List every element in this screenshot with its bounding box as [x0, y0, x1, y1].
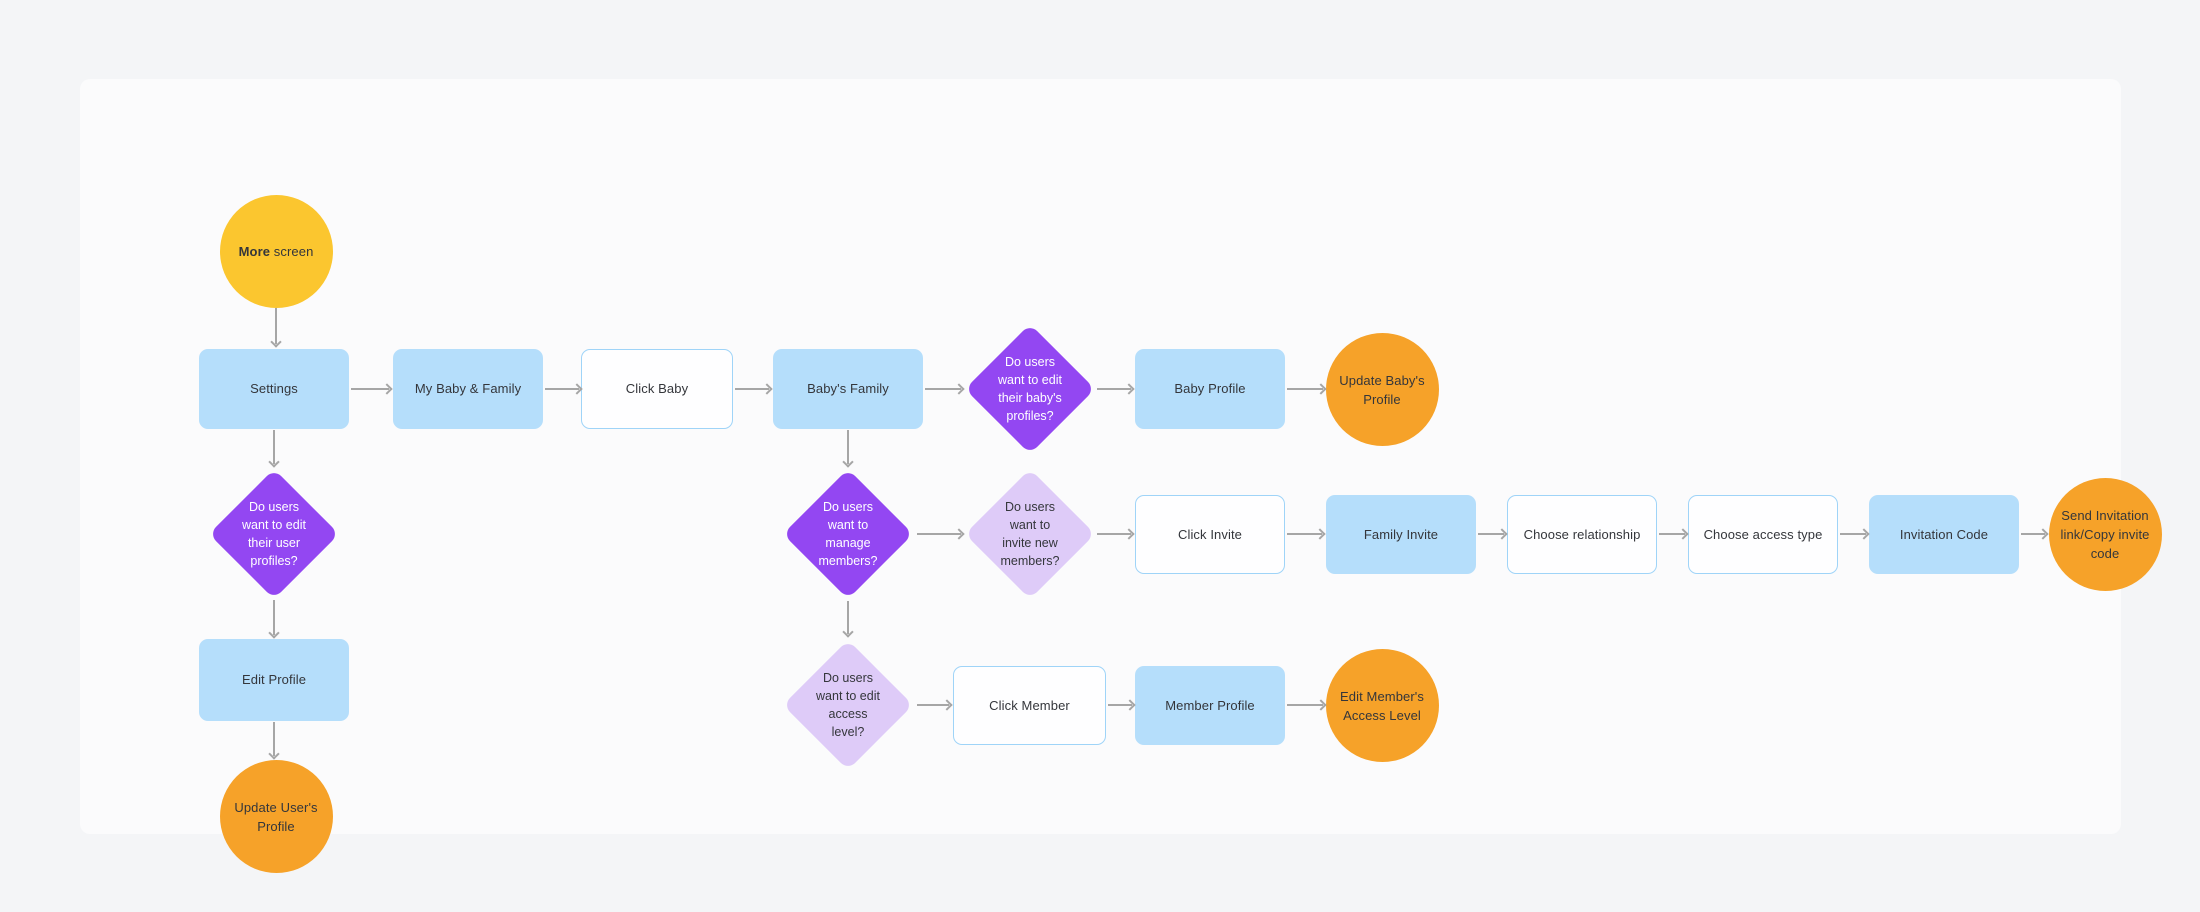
arrow-babys-family-to-edit-baby-profiles: [925, 388, 961, 390]
node-member-profile-label: Member Profile: [1165, 697, 1255, 713]
node-my-baby-and-family-label: My Baby & Family: [414, 381, 522, 396]
node-click-invite-label: Click Invite: [1177, 526, 1243, 542]
node-choose-relationship-label: Choose relationship: [1523, 526, 1641, 542]
node-baby-profile-label: Baby Profile: [1174, 381, 1246, 396]
arrow-settings-to-edit-user-profiles: [273, 430, 275, 464]
node-send-invitation-link-label: Send Invitation link/Copy invite code: [2060, 508, 2150, 561]
decision-edit-user-profiles-label: Do users want to edit their user profile…: [242, 500, 306, 568]
node-click-member[interactable]: Click Member: [953, 666, 1106, 745]
arrow-click-invite-to-family-invite: [1287, 533, 1322, 535]
arrow-edit-baby-profiles-to-baby-profile: [1097, 388, 1131, 390]
arrow-choose-access-type-to-invitation-code: [1840, 533, 1866, 535]
node-settings-label: Settings: [250, 381, 298, 396]
arrow-choose-relationship-to-choose-access-type: [1659, 533, 1685, 535]
arrow-invitation-code-to-send-invitation: [2021, 533, 2045, 535]
node-choose-relationship[interactable]: Choose relationship: [1507, 495, 1657, 574]
node-more-screen[interactable]: More screen: [219, 195, 333, 308]
node-invitation-code[interactable]: Invitation Code: [1869, 495, 2019, 574]
node-click-member-label: Click Member: [989, 697, 1070, 713]
node-click-invite[interactable]: Click Invite: [1135, 495, 1285, 574]
node-family-invite-label: Family Invite: [1363, 526, 1439, 542]
node-update-babys-profile-label: Update Baby's Profile: [1339, 372, 1425, 407]
node-edit-profile-label: Edit Profile: [241, 672, 307, 687]
node-baby-profile[interactable]: Baby Profile: [1135, 349, 1285, 429]
decision-manage-members[interactable]: Do users want to manage members?: [782, 468, 914, 600]
node-choose-access-type-label: Choose access type: [1703, 526, 1823, 542]
node-member-profile[interactable]: Member Profile: [1135, 666, 1285, 745]
decision-edit-access-level[interactable]: Do users want to edit access level?: [782, 639, 914, 771]
node-family-invite[interactable]: Family Invite: [1326, 495, 1476, 574]
arrow-manage-members-to-edit-access-level: [847, 601, 849, 634]
arrow-babys-family-to-manage-members: [847, 430, 849, 464]
arrow-click-baby-to-babys-family: [735, 388, 769, 390]
arrow-invite-new-members-to-click-invite: [1097, 533, 1131, 535]
node-update-users-profile-label: Update User's Profile: [234, 799, 318, 834]
decision-manage-members-label: Do users want to manage members?: [818, 500, 878, 568]
node-update-babys-profile[interactable]: Update Baby's Profile: [1325, 333, 1439, 446]
arrow-baby-profile-to-update-babys-profile: [1287, 388, 1323, 390]
decision-edit-baby-profiles-label: Do users want to edit their baby's profi…: [998, 355, 1062, 423]
node-babys-family-label: Baby's Family: [807, 381, 889, 396]
node-choose-access-type[interactable]: Choose access type: [1688, 495, 1838, 574]
node-more-screen-label: More screen: [238, 244, 314, 259]
node-invitation-code-label: Invitation Code: [1899, 526, 1989, 542]
arrow-member-profile-to-edit-members-access: [1287, 704, 1323, 706]
arrow-click-member-to-member-profile: [1108, 704, 1132, 706]
arrow-family-invite-to-choose-relationship: [1478, 533, 1504, 535]
node-send-invitation-link[interactable]: Send Invitation link/Copy invite code: [2048, 478, 2162, 591]
arrow-my-baby-family-to-click-baby: [545, 388, 579, 390]
decision-invite-new-members-label: Do users want to invite new members?: [1000, 500, 1060, 568]
node-settings[interactable]: Settings: [199, 349, 349, 429]
decision-edit-baby-profiles[interactable]: Do users want to edit their baby's profi…: [964, 323, 1096, 455]
node-click-baby[interactable]: Click Baby: [581, 349, 733, 429]
node-my-baby-and-family[interactable]: My Baby & Family: [393, 349, 543, 429]
flow-canvas[interactable]: More screen Settings My Baby & Family Cl…: [80, 79, 2162, 873]
arrow-manage-members-to-invite-new-members: [917, 533, 961, 535]
arrow-edit-profile-to-update-users-profile: [273, 722, 275, 756]
decision-edit-user-profiles[interactable]: Do users want to edit their user profile…: [208, 468, 340, 600]
node-click-baby-label: Click Baby: [625, 381, 689, 396]
arrow-edit-access-level-to-click-member: [917, 704, 949, 706]
decision-edit-access-level-label: Do users want to edit access level?: [816, 671, 880, 739]
node-edit-profile[interactable]: Edit Profile: [199, 639, 349, 721]
node-edit-members-access-level-label: Edit Member's Access Level: [1340, 688, 1424, 723]
arrow-more-screen-to-settings: [275, 308, 277, 344]
arrow-edit-user-profiles-to-edit-profile: [273, 600, 275, 635]
arrow-settings-to-my-baby-family: [351, 388, 389, 390]
node-edit-members-access-level[interactable]: Edit Member's Access Level: [1325, 649, 1439, 762]
node-update-users-profile[interactable]: Update User's Profile: [219, 760, 333, 873]
node-babys-family[interactable]: Baby's Family: [773, 349, 923, 429]
decision-invite-new-members[interactable]: Do users want to invite new members?: [964, 468, 1096, 600]
